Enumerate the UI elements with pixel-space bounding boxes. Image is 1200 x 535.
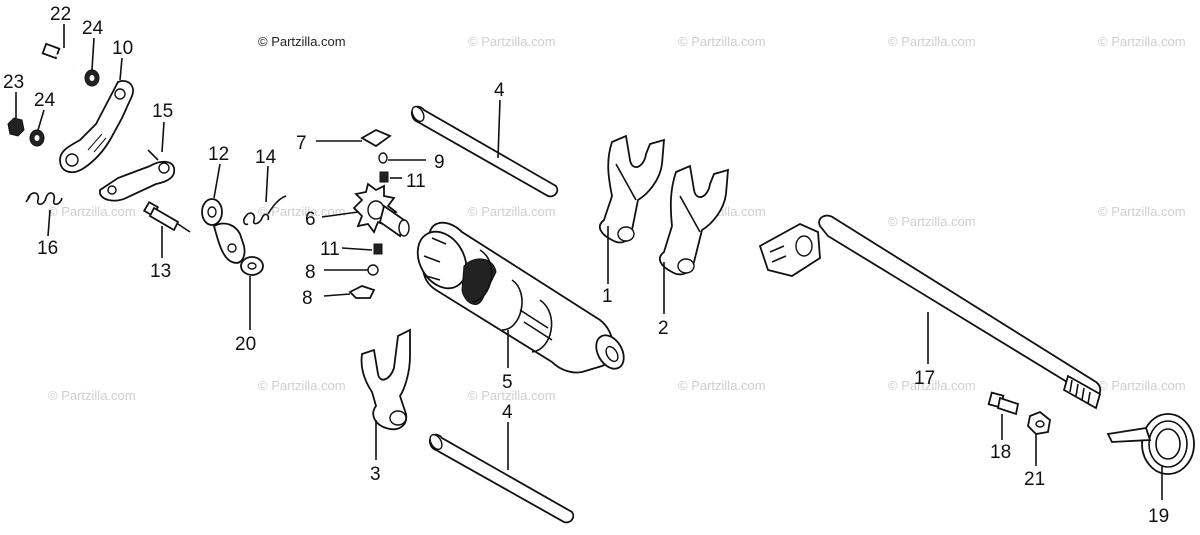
watermark: © Partzilla.com (678, 34, 766, 49)
part-gearshift-spindle-17[interactable] (758, 214, 1102, 410)
part-washer-21[interactable] (1027, 410, 1051, 435)
part-cam-plate-6[interactable] (352, 182, 410, 238)
label-21: 21 (1024, 469, 1045, 490)
label-13: 13 (150, 261, 171, 282)
label-23: 23 (3, 72, 24, 93)
label-14: 14 (255, 147, 277, 168)
watermark: © Partzilla.com (678, 378, 766, 393)
label-10: 10 (112, 38, 133, 59)
part-return-spring-19[interactable] (1106, 413, 1195, 475)
label-16: 16 (37, 238, 58, 259)
part-shaft-4-lower[interactable] (428, 433, 575, 524)
part-spring-16[interactable] (25, 192, 63, 206)
part-washer-20[interactable] (240, 256, 264, 276)
label-19: 19 (1148, 506, 1169, 527)
watermark: © Partzilla.com (48, 388, 136, 403)
label-22: 22 (50, 4, 71, 25)
part-nut-23[interactable] (7, 117, 25, 137)
part-pin-13[interactable] (142, 200, 191, 233)
watermark: © Partzilla.com (48, 204, 136, 219)
watermark: © Partzilla.com (468, 34, 556, 49)
part-labels: 22 24 10 23 24 15 12 14 7 9 11 6 11 8 8 … (3, 4, 1169, 527)
part-plate-12[interactable] (201, 198, 246, 264)
watermark: © Partzilla.com (1098, 378, 1186, 393)
part-washer-24-upper[interactable] (84, 69, 100, 87)
label-20: 20 (235, 334, 256, 355)
part-shift-drum-5[interactable] (408, 221, 629, 374)
part-fork-3[interactable] (360, 328, 411, 431)
label-3: 3 (370, 464, 381, 485)
part-lever-15[interactable] (99, 149, 176, 202)
part-washer-24-lower[interactable] (29, 129, 45, 147)
label-5: 5 (502, 372, 513, 393)
part-fork-1[interactable] (598, 134, 666, 244)
label-11-lower: 11 (320, 239, 340, 260)
watermark: © Partzilla.com (1098, 204, 1186, 219)
part-shaft-4-upper[interactable] (410, 105, 559, 198)
label-6: 6 (305, 209, 316, 230)
watermark: © Partzilla.com (888, 34, 976, 49)
watermark: © Partzilla.com (468, 204, 556, 219)
part-bolt-22[interactable] (41, 42, 75, 70)
label-1: 1 (602, 286, 613, 307)
label-4-upper: 4 (494, 80, 505, 101)
part-bolt-18[interactable] (987, 391, 1020, 416)
part-arm-10[interactable] (59, 80, 134, 174)
label-4-lower: 4 (502, 402, 513, 423)
watermark: © Partzilla.com (888, 214, 976, 229)
label-24-lower: 24 (34, 90, 56, 111)
label-18: 18 (990, 442, 1011, 463)
watermark-main: © Partzilla.com (258, 34, 346, 49)
watermark: © Partzilla.com (258, 204, 346, 219)
label-12: 12 (208, 144, 229, 165)
part-pin-9[interactable] (378, 152, 388, 164)
label-7: 7 (296, 133, 307, 154)
leader-lines (15, 24, 1163, 500)
part-spring-14[interactable] (243, 195, 287, 226)
part-pin-8-upper[interactable] (367, 264, 379, 276)
watermark: © Partzilla.com (468, 388, 556, 403)
label-11-upper: 11 (406, 171, 426, 192)
label-24-upper: 24 (82, 18, 104, 39)
label-8-upper: 8 (305, 262, 316, 283)
label-9: 9 (434, 152, 445, 173)
watermark: © Partzilla.com (888, 378, 976, 393)
part-pin-11-lower[interactable] (373, 243, 383, 255)
watermark: © Partzilla.com (258, 378, 346, 393)
part-fork-2[interactable] (658, 164, 730, 276)
watermark: © Partzilla.com (1098, 34, 1186, 49)
label-17: 17 (914, 368, 935, 389)
label-15: 15 (152, 101, 173, 122)
part-pin-11-upper[interactable] (379, 171, 389, 183)
label-2: 2 (658, 318, 669, 339)
label-8-lower: 8 (302, 288, 313, 309)
part-plate-8-lower[interactable] (348, 285, 376, 299)
part-plate-7[interactable] (360, 128, 392, 148)
